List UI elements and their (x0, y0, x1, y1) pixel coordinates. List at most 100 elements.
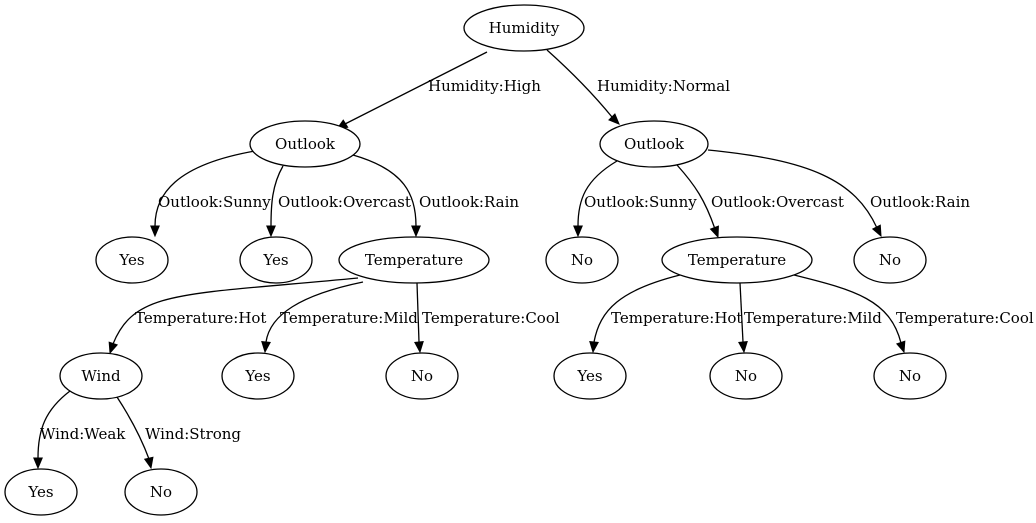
edge-label: Temperature:Cool (896, 309, 1034, 327)
node-label: Outlook (275, 135, 336, 153)
tree-node: Outlook (249, 120, 361, 168)
node-ellipse (553, 352, 627, 400)
edge-label: Temperature:Hot (135, 309, 266, 327)
edge-label: Temperature:Mild (744, 309, 882, 327)
edge-line (739, 282, 744, 343)
arrow-head-icon (573, 225, 583, 238)
tree-edge (116, 396, 154, 470)
edge-label: Outlook:Rain (419, 193, 519, 211)
node-label: Outlook (624, 135, 685, 153)
arrow-head-icon (871, 224, 882, 238)
node-ellipse (4, 468, 78, 516)
tree-node: No (853, 236, 927, 284)
tree-node: Yes (553, 352, 627, 400)
tree-node: No (124, 468, 198, 516)
node-label: Yes (244, 367, 270, 385)
node-ellipse (59, 352, 143, 400)
node-label: Humidity (489, 19, 560, 37)
node-ellipse (221, 352, 295, 400)
edge-label: Wind:Strong (145, 425, 241, 443)
edge-label: Humidity:Normal (597, 77, 730, 95)
node-label: No (899, 367, 921, 385)
arrow-head-icon (108, 341, 119, 355)
tree-edge (589, 274, 681, 354)
tree-node: No (873, 352, 947, 400)
node-ellipse (385, 352, 459, 400)
tree-node: Yes (221, 352, 295, 400)
edge-label: Temperature:Mild (280, 309, 418, 327)
node-label: Temperature (365, 251, 463, 269)
tree-edge (108, 277, 359, 355)
edge-label: Outlook:Sunny (158, 193, 271, 211)
arrow-head-icon (589, 341, 599, 354)
edge-label: Humidity:High (428, 77, 541, 95)
node-ellipse (545, 236, 619, 284)
tree-edge (150, 150, 256, 238)
edge-line (270, 165, 284, 227)
tree-edge (573, 160, 618, 238)
node-label: Temperature (688, 251, 786, 269)
edge-label: Temperature:Hot (611, 309, 742, 327)
arrow-head-icon (33, 457, 43, 470)
arrow-head-icon (414, 341, 424, 354)
arrow-head-icon (895, 340, 906, 354)
tree-node: Temperature (338, 236, 490, 284)
edge-line (352, 154, 417, 227)
node-ellipse (599, 120, 709, 168)
tree-node: Yes (4, 468, 78, 516)
tree-node: Wind (59, 352, 143, 400)
node-label: No (879, 251, 901, 269)
node-label: No (571, 251, 593, 269)
edge-label: Outlook:Overcast (278, 193, 411, 211)
tree-node: Yes (239, 236, 313, 284)
arrow-head-icon (738, 341, 748, 354)
tree-node: Temperature (661, 236, 813, 284)
edge-label: Outlook:Overcast (711, 193, 844, 211)
node-ellipse (853, 236, 927, 284)
edge-line (593, 274, 681, 343)
edge-line (546, 49, 613, 118)
edge-line (416, 282, 420, 343)
node-label: No (411, 367, 433, 385)
edge-label: Wind:Weak (40, 425, 126, 443)
tree-edge (261, 281, 364, 354)
node-ellipse (873, 352, 947, 400)
node-ellipse (709, 352, 783, 400)
edge-line (676, 164, 716, 230)
node-ellipse (124, 468, 198, 516)
node-label: Yes (27, 483, 53, 501)
arrow-head-icon (261, 341, 271, 354)
edge-label: Outlook:Rain (870, 193, 970, 211)
edge-line (116, 396, 150, 460)
tree-edge (546, 49, 620, 125)
arrow-head-icon (266, 225, 276, 238)
tree-edge (352, 154, 421, 238)
arrow-head-icon (709, 225, 719, 239)
node-ellipse (239, 236, 313, 284)
edge-line (344, 51, 488, 125)
node-label: Wind (81, 367, 121, 385)
tree-edge (707, 149, 882, 238)
node-label: Yes (262, 251, 288, 269)
tree-edge (414, 282, 424, 354)
tree-edge (33, 390, 71, 470)
node-ellipse (463, 4, 585, 52)
arrow-head-icon (608, 113, 620, 125)
node-ellipse (661, 236, 813, 284)
tree-edge (266, 165, 284, 238)
tree-node: No (545, 236, 619, 284)
tree-edge (676, 164, 719, 239)
tree-node: No (709, 352, 783, 400)
edge-label: Outlook:Sunny (584, 193, 697, 211)
tree-node: Humidity (463, 4, 585, 52)
edge-line (112, 277, 359, 345)
tree-node: Yes (95, 236, 169, 284)
arrow-head-icon (411, 225, 421, 238)
tree-edge (793, 274, 906, 354)
tree-node: No (385, 352, 459, 400)
node-label: Yes (576, 367, 602, 385)
edge-line (265, 281, 364, 343)
edge-labels-layer: Humidity:High Humidity:NormalOutlook:Sunn… (40, 77, 1034, 443)
